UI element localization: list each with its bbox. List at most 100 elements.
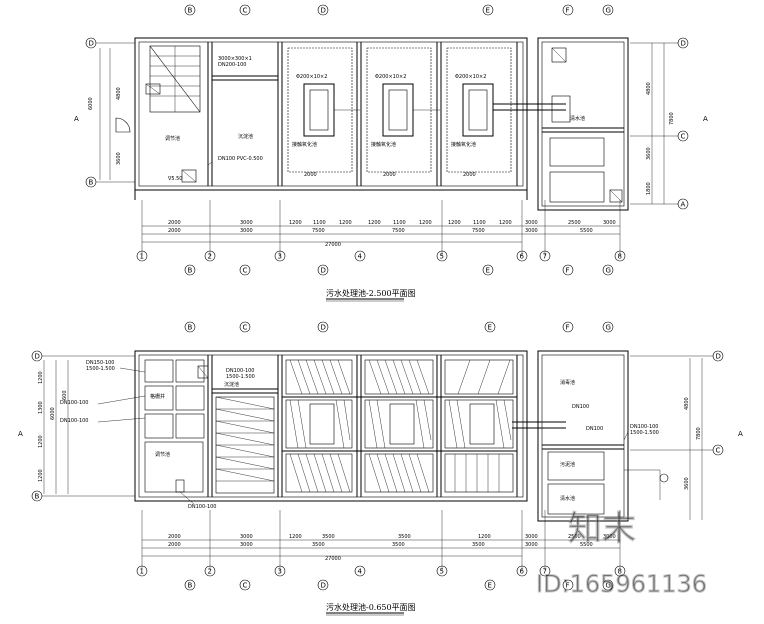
axis-number: 3 (278, 568, 282, 576)
plan-lower-dimensions: 2000 3000 1200 3500 3500 1200 3000 2500 … (141, 510, 621, 570)
plan-upper-left-axis: D A B 6000 4800 3600 (74, 37, 135, 188)
svg-text:5500: 5500 (580, 542, 593, 548)
plan-lower-left-axis: D A B 1200 1300 1200 1200 6000 600 (18, 350, 135, 502)
axis-letter: A (703, 115, 708, 123)
axis-number: 8 (618, 253, 622, 261)
room-label: 沉淀池 (224, 381, 239, 388)
svg-text:DN100: DN100 (572, 404, 589, 410)
svg-text:1500-1.500: 1500-1.500 (226, 374, 255, 380)
tank-grid-3 (444, 359, 514, 493)
axis-number: 4 (358, 568, 363, 576)
room-label: 调节池 (165, 135, 180, 142)
svg-text:3000: 3000 (525, 542, 538, 548)
plan-lower-bottom-letters: B C D E F G (184, 579, 614, 591)
axis-letter: A (74, 115, 79, 123)
svg-text:2000: 2000 (168, 228, 181, 234)
axis-letter: D (35, 353, 40, 361)
svg-text:3500: 3500 (312, 542, 325, 548)
svg-text:DN100 PVC-0.500: DN100 PVC-0.500 (218, 156, 263, 162)
axis-letter: F (566, 267, 570, 275)
svg-text:1200: 1200 (289, 534, 302, 540)
axis-number: 1 (140, 568, 144, 576)
svg-text:1100: 1100 (393, 220, 406, 226)
axis-letter: D (716, 353, 721, 361)
svg-text:3000: 3000 (240, 228, 253, 234)
room-label: 沉淀池 (238, 133, 253, 140)
axis-number: 1 (140, 253, 144, 261)
svg-text:3000: 3000 (603, 534, 616, 540)
plan-title: 污水处理池-2.500平面图 (326, 288, 416, 298)
svg-text:6000: 6000 (50, 407, 56, 420)
plan-upper-dimensions: 2000 3000 1200 1100 1200 1200 1100 1200 … (141, 200, 621, 256)
axis-letter: G (606, 582, 611, 590)
watermark-id: ID:165961136 (536, 570, 707, 598)
svg-text:7800: 7800 (669, 112, 675, 125)
svg-text:1200: 1200 (448, 220, 461, 226)
plan-lower-walls (134, 350, 629, 522)
axis-letter: E (486, 7, 490, 15)
axis-letter: E (488, 324, 492, 332)
axis-letter: A (681, 201, 686, 209)
axis-letter: B (188, 7, 193, 15)
plan-upper-bottom-letters: B C D E F G (184, 264, 614, 276)
svg-text:3500: 3500 (472, 542, 485, 548)
plan-upper-stair: 调节池 ∇5.50 (115, 45, 201, 183)
svg-text:6000: 6000 (88, 97, 94, 110)
overall-dimension: 27000 (325, 242, 341, 248)
room-label: 清水池 (560, 495, 575, 502)
axis-letter: E (486, 267, 490, 275)
svg-text:2000: 2000 (168, 534, 181, 540)
axis-letter: C (681, 133, 686, 141)
axis-letter: D (321, 267, 326, 275)
svg-text:2000: 2000 (463, 172, 476, 178)
watermark-brand: 知末 (568, 509, 636, 549)
svg-text:Φ200×10×2: Φ200×10×2 (455, 74, 486, 80)
svg-text:∇5.50: ∇5.50 (167, 176, 182, 182)
plan-upper-sedimentation: 沉淀池 3000×300×1 DN200-100 DN100 PVC-0.500 (207, 56, 263, 166)
axis-letter: D (321, 324, 326, 332)
svg-text:4800: 4800 (116, 87, 122, 100)
axis-letter: G (606, 324, 611, 332)
svg-text:DN100: DN100 (586, 426, 603, 432)
axis-letter: C (243, 267, 248, 275)
axis-letter: B (89, 179, 94, 187)
svg-text:2000: 2000 (168, 220, 181, 226)
plan-upper-top-axis-bubbles: B C D E F G (184, 4, 614, 16)
plan-lower-sedimentation: DN100-100 1500-1.500 沉淀池 (215, 368, 275, 494)
axis-letter: C (243, 582, 248, 590)
axis-letter: C (243, 324, 248, 332)
oxidation-tank-3: Φ200×10×2 接触氧化池 2000 (446, 47, 566, 178)
overall-dimension: 27000 (325, 556, 341, 562)
room-label: 清水池 (570, 115, 585, 122)
axis-letter: D (89, 40, 94, 48)
svg-text:1200: 1200 (38, 435, 44, 448)
svg-text:3000: 3000 (240, 534, 253, 540)
svg-text:2000: 2000 (304, 172, 317, 178)
axis-letter: D (681, 40, 686, 48)
axis-number: 5 (440, 568, 444, 576)
svg-text:3600: 3600 (116, 152, 122, 165)
svg-text:3600: 3600 (684, 477, 690, 490)
axis-letter: D (321, 582, 326, 590)
svg-text:7500: 7500 (392, 228, 405, 234)
plan-lower-right-axis: D C A 4800 3600 7800 (630, 350, 743, 520)
axis-letter: A (18, 430, 23, 438)
axis-number: 6 (520, 568, 525, 576)
axis-letter: E (488, 582, 492, 590)
axis-number: 8 (618, 568, 622, 576)
plan-lower: B C D E F G D A B 1200 1300 1200 1200 60… (18, 321, 743, 616)
svg-text:3000: 3000 (240, 542, 253, 548)
plan-lower-column-axes: 1 2 3 4 5 6 7 8 (136, 565, 626, 577)
svg-text:3000: 3000 (240, 220, 253, 226)
room-label: 接触氧化池 (371, 141, 396, 148)
svg-text:1200: 1200 (38, 371, 44, 384)
tank-grid-2 (364, 359, 434, 493)
svg-text:Φ200×10×2: Φ200×10×2 (296, 74, 327, 80)
watermark: 知末 ID:165961136 (536, 508, 708, 598)
tank-grid-1 (285, 359, 353, 493)
room-label: 接触氧化池 (451, 141, 476, 148)
axis-letter: C (243, 7, 248, 15)
svg-text:DN100-100: DN100-100 (60, 418, 88, 424)
room-label: 调节池 (155, 451, 170, 458)
